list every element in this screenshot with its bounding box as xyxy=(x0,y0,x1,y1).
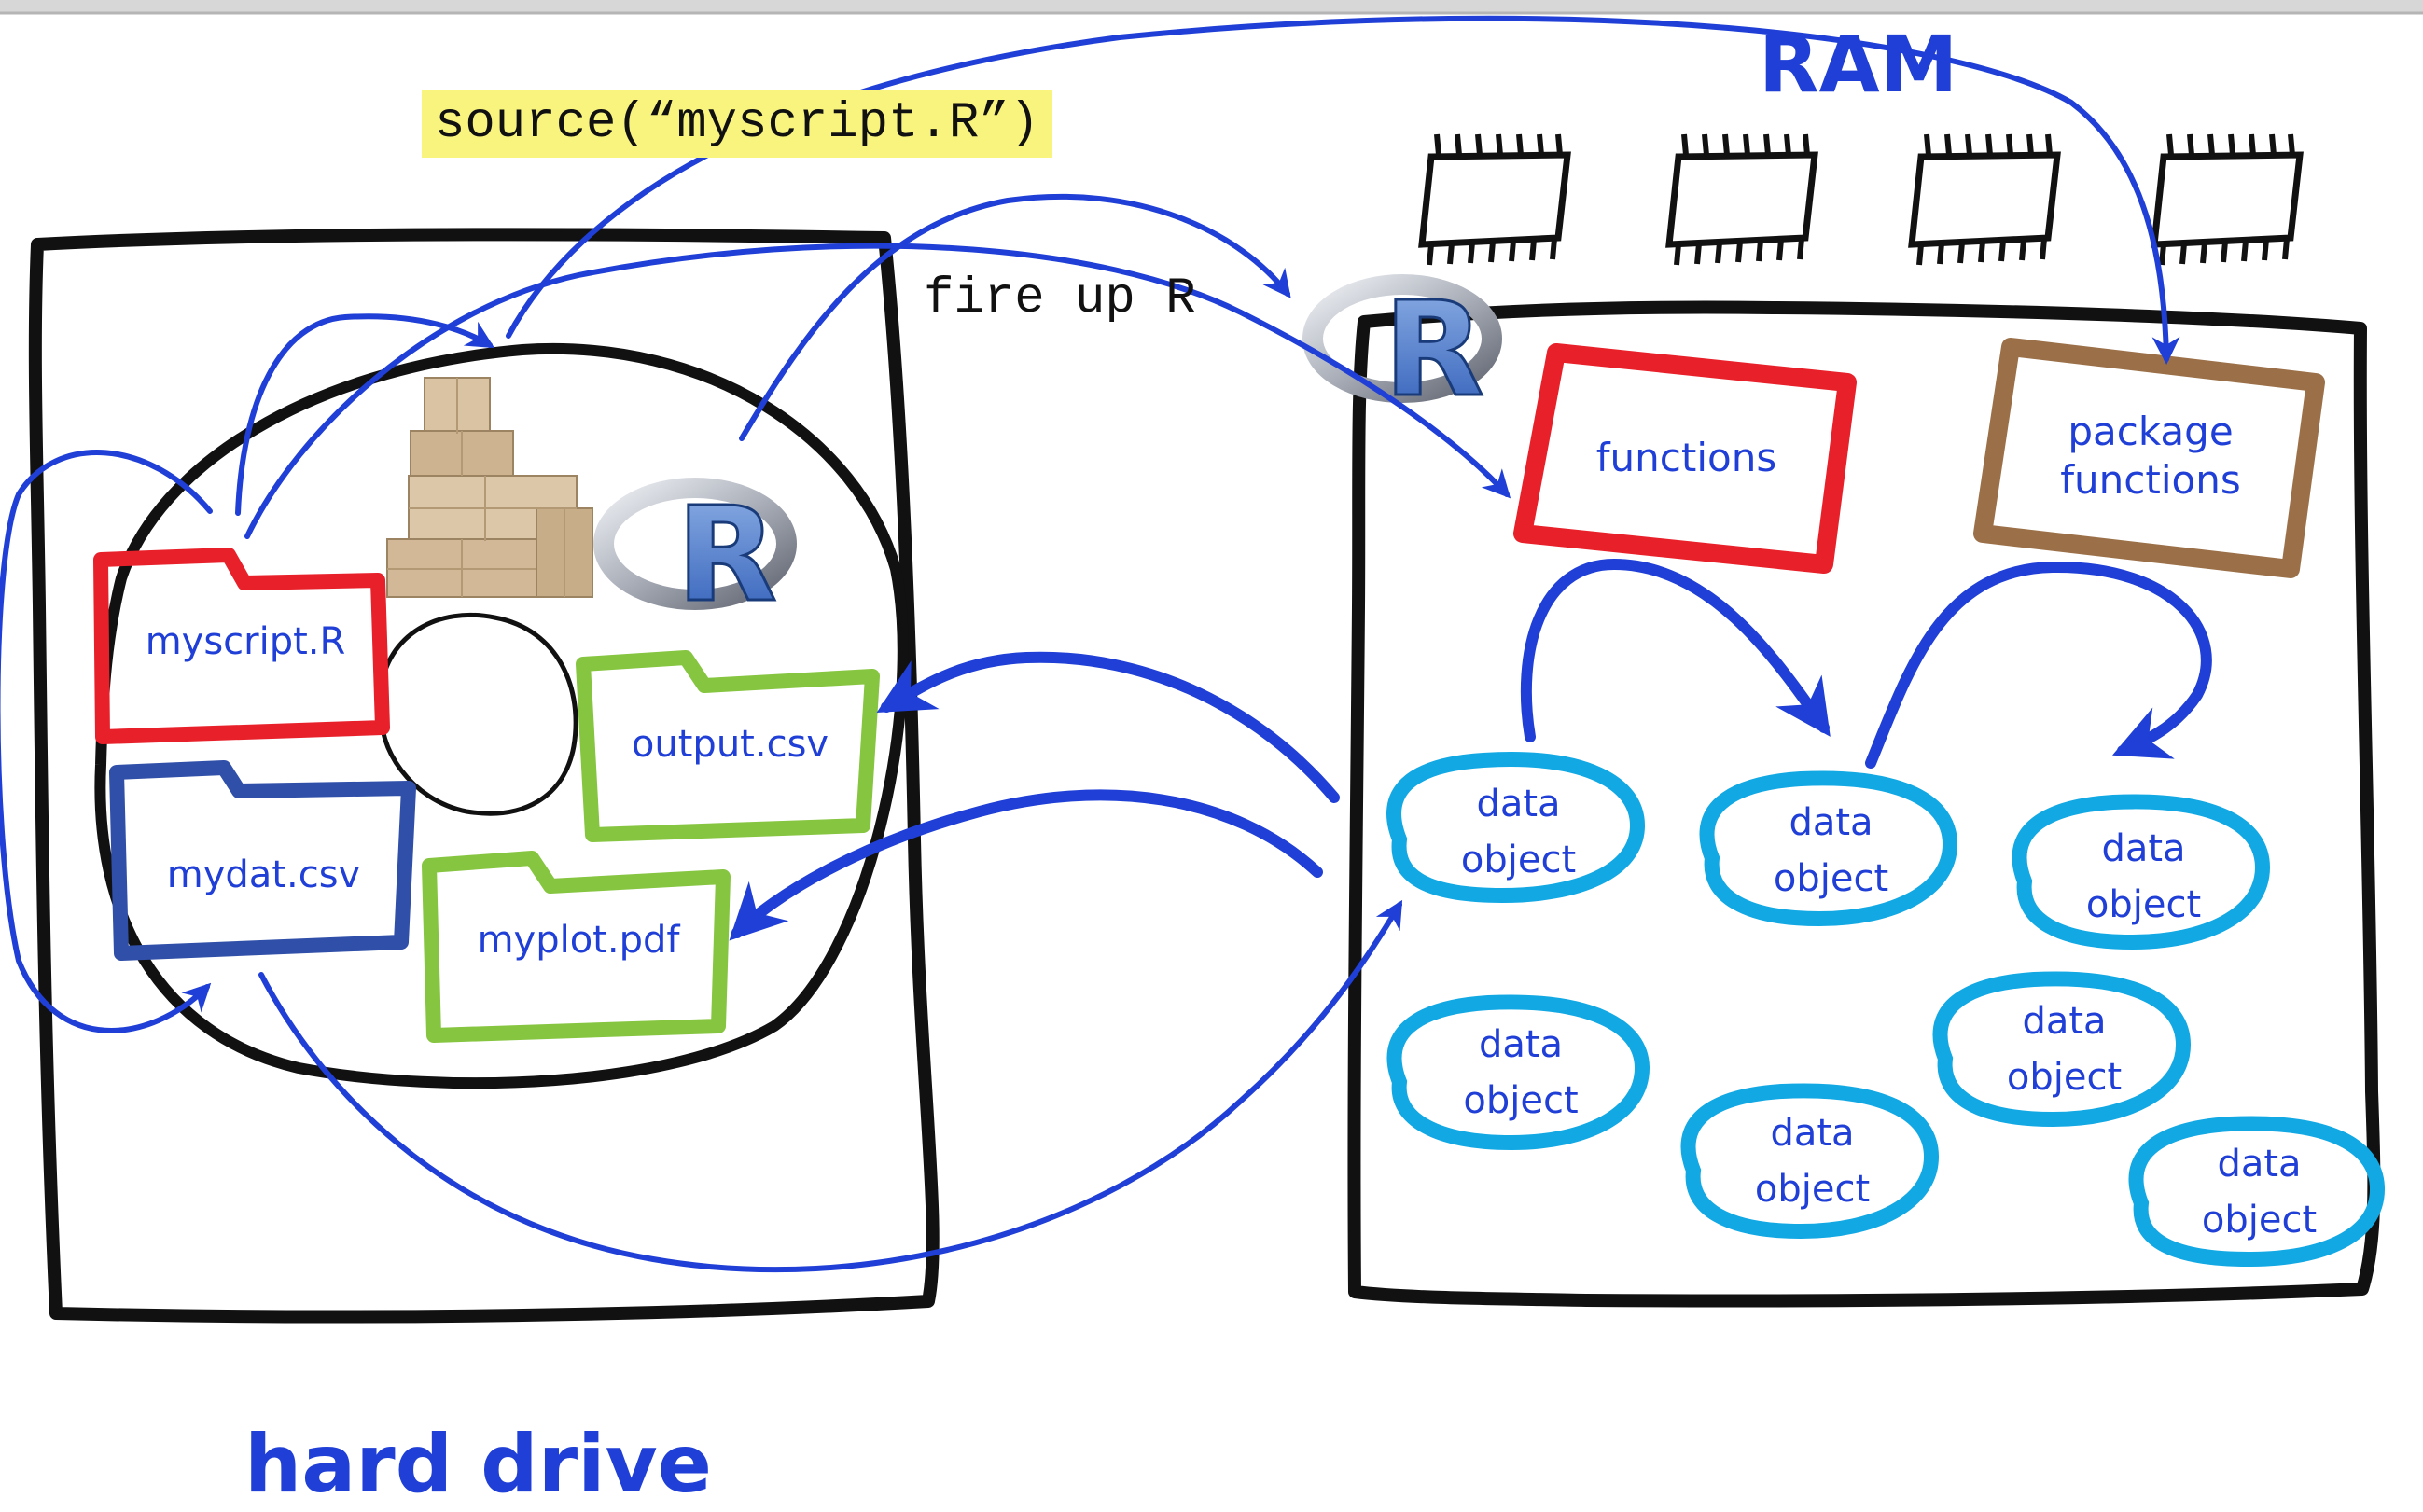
functions-box xyxy=(1513,343,1857,574)
r-logo-icon: R xyxy=(593,478,797,633)
arrow-function-apply-2 xyxy=(1865,561,2212,769)
data-object-shapes xyxy=(1386,752,2386,1268)
data-object-6-shape xyxy=(1932,971,2192,1128)
top-header-bar xyxy=(0,0,2423,13)
data-object-2-line1: data xyxy=(1789,801,1873,844)
ram-chip-icon xyxy=(1418,133,1571,266)
arrow-function-apply-1 xyxy=(1520,558,1831,742)
data-object-3-line2: object xyxy=(2085,883,2202,926)
data-object-3-line1: data xyxy=(2101,827,2186,870)
ram-title: RAM xyxy=(1759,19,1958,110)
hard-drive-title: hard drive xyxy=(244,1418,713,1511)
myscript-folder-icon xyxy=(93,548,390,744)
data-object-3-shape xyxy=(2012,794,2271,950)
arrow-ram-to-output xyxy=(876,651,1340,803)
data-object-7-shape xyxy=(2128,1116,2386,1268)
myscript-file-label: myscript.R xyxy=(145,620,346,663)
data-object-5-line2: object xyxy=(1754,1168,1871,1211)
svg-text:R: R xyxy=(1384,274,1484,426)
data-object-6-line1: data xyxy=(2022,1000,2107,1043)
hard-drive-box xyxy=(28,228,940,1324)
arrow-script-to-packages xyxy=(235,313,495,516)
data-object-1-line1: data xyxy=(1476,783,1561,825)
arrow-hd-r-to-ram-r xyxy=(739,193,1291,441)
data-object-1-shape xyxy=(1386,752,1646,904)
source-call-label: source(“myscript.R”) xyxy=(422,90,1053,158)
mydat-file-label: mydat.csv xyxy=(166,853,361,896)
data-object-4-line2: object xyxy=(1463,1079,1579,1122)
arrow-source-to-package xyxy=(506,15,2180,365)
arrow-mydat-to-ram xyxy=(258,899,1403,1273)
functions-label: functions xyxy=(1595,435,1777,480)
arrow-icon xyxy=(0,15,2212,1273)
arrow-ram-to-plot xyxy=(729,789,1323,941)
data-object-1-line2: object xyxy=(1460,839,1577,881)
myplot-folder-icon xyxy=(422,851,731,1043)
myplot-file-label: myplot.pdf xyxy=(477,919,680,962)
packages-icon xyxy=(386,377,593,598)
fire-up-r-label: fire up R xyxy=(924,270,1196,327)
arrow-mydat-loop xyxy=(0,450,213,1033)
data-object-2-line2: object xyxy=(1773,857,1889,900)
data-object-4-shape xyxy=(1386,994,1650,1151)
data-object-7-line1: data xyxy=(2217,1143,2302,1186)
data-object-5-line1: data xyxy=(1770,1112,1855,1155)
data-object-2-shape xyxy=(1699,770,1958,927)
r-logo-icon: R xyxy=(1302,273,1502,428)
package-functions-label-line2: functions xyxy=(2060,457,2241,503)
data-object-7-line2: object xyxy=(2201,1199,2318,1242)
data-object-5-shape xyxy=(1680,1083,1940,1240)
disk-spindle xyxy=(378,612,578,816)
arrow-script-to-functions xyxy=(244,243,1511,539)
data-object-4-line1: data xyxy=(1478,1023,1564,1066)
ram-chip-icon xyxy=(1665,133,1818,266)
svg-text:R: R xyxy=(676,479,777,631)
data-object-6-line2: object xyxy=(2006,1056,2123,1099)
ram-chip-icon xyxy=(1908,133,2061,266)
output-folder-icon xyxy=(576,650,880,842)
mydat-folder-icon xyxy=(109,760,416,961)
package-functions-label-line1: package xyxy=(2068,409,2234,454)
output-file-label: output.csv xyxy=(631,723,829,766)
ram-box xyxy=(1347,300,2381,1308)
ram-chip-icon xyxy=(2151,133,2304,266)
disk-platter xyxy=(94,342,909,1089)
package-functions-box xyxy=(1973,338,2325,578)
